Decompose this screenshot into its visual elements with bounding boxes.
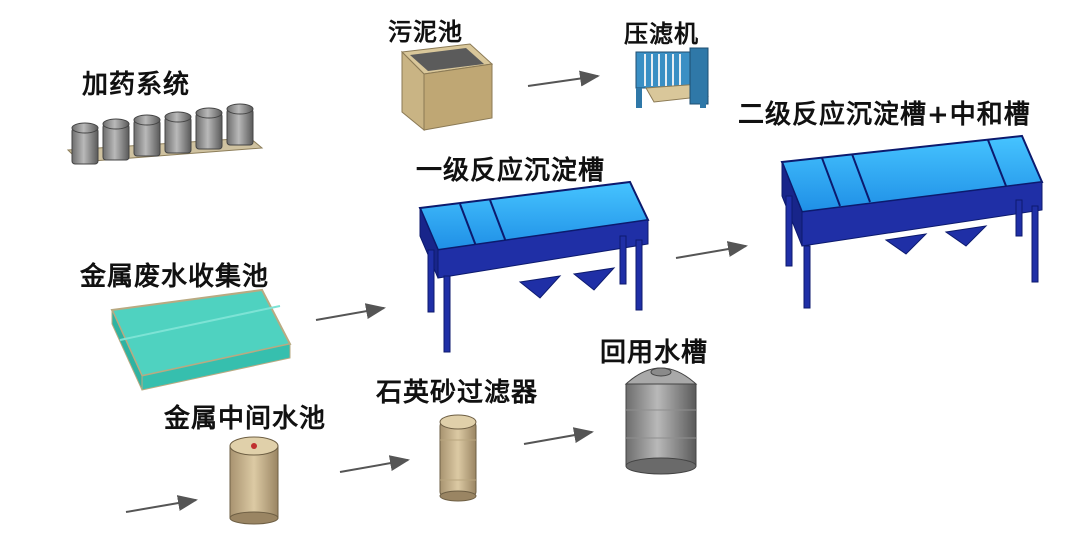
- arrow-sludge-to-press: [527, 70, 600, 87]
- label-sludge-tank: 污泥池: [388, 18, 463, 46]
- label-metal-intermediate-tank: 金属中间水池: [164, 404, 327, 434]
- metal-wastewater-tank-equipment: [110, 288, 292, 391]
- arrow-intermediate-to-filter: [339, 455, 410, 473]
- arrow-primary-to-secondary: [675, 241, 748, 259]
- label-dosing-system: 加药系统: [82, 70, 191, 100]
- primary-reaction-tank-equipment: [418, 180, 650, 353]
- quartz-sand-filter-equipment: [439, 414, 477, 502]
- label-reuse-water-tank: 回用水槽: [600, 338, 709, 368]
- arrow-filter-to-reuse: [523, 427, 594, 445]
- sludge-tank-equipment: [400, 43, 494, 132]
- arrow-collection-to-primary: [315, 303, 386, 321]
- reuse-water-tank-equipment: [624, 367, 698, 475]
- label-quartz-sand-filter: 石英砂过滤器: [376, 378, 539, 408]
- filter-press-equipment: [635, 47, 709, 108]
- secondary-reaction-tank-equipment: [780, 134, 1044, 309]
- flow-arrows: [125, 70, 748, 513]
- label-filter-press: 压滤机: [624, 20, 699, 48]
- label-primary-reaction-tank: 一级反应沉淀槽: [416, 156, 606, 186]
- arrow-into-intermediate: [125, 495, 198, 513]
- metal-intermediate-tank-equipment: [229, 436, 279, 525]
- label-metal-wastewater-tank: 金属废水收集池: [80, 262, 270, 292]
- label-secondary-reaction-tank: 二级反应沉淀槽+中和槽: [738, 100, 1031, 130]
- dosing-system-equipment: [66, 103, 264, 165]
